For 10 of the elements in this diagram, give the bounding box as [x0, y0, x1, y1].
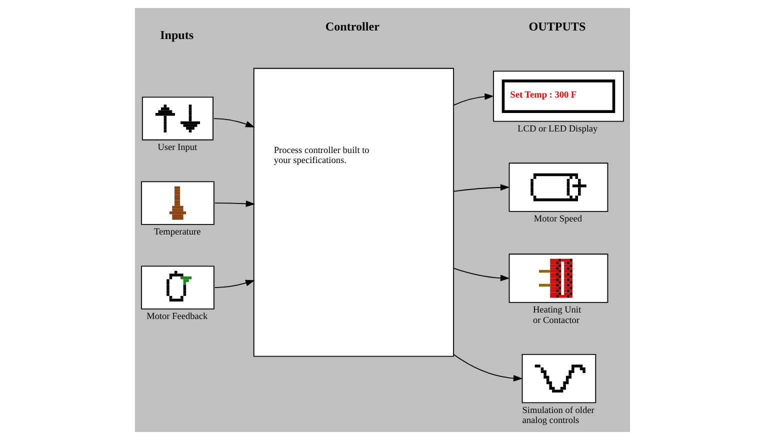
node-label: User Input	[157, 143, 197, 154]
node-label: Temperature	[154, 228, 200, 238]
node-label: Motor Feedback	[146, 312, 208, 322]
label: Inputs	[160, 28, 194, 42]
node-label: LCD or LED Display	[517, 124, 598, 135]
label: OUTPUTS	[528, 20, 586, 34]
node-label: Heating Unit or Contactor	[532, 306, 581, 326]
label: Controller	[324, 20, 379, 34]
node-label: Motor Speed	[533, 214, 582, 225]
node-label: Simulation of older analog controls	[522, 406, 594, 426]
